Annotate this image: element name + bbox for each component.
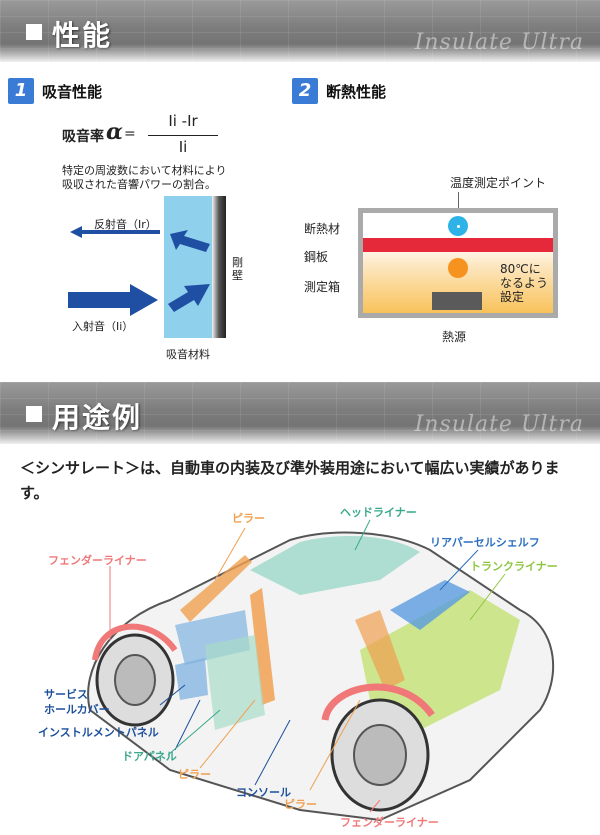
setting-line-3: 設定: [500, 290, 525, 304]
absorption-arrow-icon: [168, 284, 210, 312]
service-hole-cover-area: [175, 658, 208, 700]
incident-sound-label: 入射音（Ii）: [72, 320, 134, 333]
reflected-arrow-icon: [70, 226, 160, 238]
rear-pillar-area: [355, 610, 405, 690]
label-pillar-top: ピラー: [232, 512, 265, 525]
heat-insulation-diagram: 温度測定ポイント 断熱材 鋼板 測定箱 80℃に なるよう 設定 熱源: [300, 170, 590, 350]
label-service-hole-1: サービス: [44, 688, 88, 701]
rigid-wall-label: 剛壁: [232, 256, 243, 282]
sound-absorption-diagram: 反射音（Ir） 入射音（Ii） 剛壁 吸音材料: [60, 196, 250, 366]
absorption-formula: 吸音率 α = Ii -Ir Ii: [62, 112, 242, 162]
incident-arrow-icon: [68, 284, 158, 316]
label-console: コンソール: [236, 786, 291, 799]
label-trunk-liner: トランクライナー: [470, 560, 558, 573]
label-headliner: ヘッドライナー: [340, 506, 417, 519]
label-pillar-bottom: ピラー: [284, 798, 317, 811]
label-service-hole-2: ホールカバー: [44, 703, 110, 716]
measurement-box-label: 測定箱: [304, 280, 341, 294]
description-line-1: 特定の周波数において材料により: [62, 164, 227, 177]
heat-source-block: [432, 292, 482, 310]
steel-plate-bar: [363, 238, 553, 252]
alpha-symbol: α: [106, 119, 123, 145]
steel-plate-label: 鋼板: [304, 250, 329, 264]
absorbing-material-label: 吸音材料: [166, 348, 210, 361]
description-line-2: 吸収された音響パワーの割合。: [62, 178, 216, 191]
rear-parcel-shelf-area: [390, 580, 470, 630]
intro-text: ＜シンサレート＞は、自動車の内装及び準外装用途において幅広い実績があります。: [20, 459, 560, 502]
label-pillar-mid: ピラー: [178, 768, 211, 781]
absorbing-material-panel: [164, 196, 212, 338]
square-bullet-icon: [26, 24, 42, 40]
sound-arrows-svg: [68, 226, 210, 316]
car-drawing-svg: [87, 519, 555, 822]
trunk-area: [360, 590, 520, 730]
section-banner-applications: 用途例 Insulate Ultra: [0, 382, 600, 444]
subheading-heat-insulation: 断熱性能: [326, 83, 387, 101]
number-badge-1: 1: [8, 78, 34, 104]
car-illustration: ピラー ヘッドライナー フェンダーライナー リアパーセルシェルフ トランクライナ…: [0, 500, 600, 835]
label-door-panel: ドアパネル: [122, 750, 177, 763]
fraction-line: [148, 135, 218, 136]
heat-source-label: 熱源: [442, 330, 467, 344]
pillar-area: [250, 588, 275, 705]
section-banner-performance: 性能 Insulate Ultra: [0, 0, 600, 62]
rigid-wall-panel: [212, 196, 226, 338]
formula-label: 吸音率: [62, 129, 104, 145]
setting-line-1: 80℃に: [500, 262, 541, 276]
fender-liner-rear: [321, 683, 435, 721]
formula-denominator: Ii: [178, 138, 188, 156]
temperature-sensor-icon: [448, 258, 468, 278]
reflection-arrow-icon: [170, 230, 210, 252]
front-pillar-area: [180, 555, 252, 622]
setting-line-2: なるよう: [500, 276, 549, 290]
measure-point-label: 温度測定ポイント: [450, 176, 547, 190]
number-badge-2: 2: [292, 78, 318, 104]
square-bullet-icon: [26, 406, 42, 422]
label-rear-parcel-shelf: リアパーセルシェルフ: [430, 536, 540, 549]
headliner-area: [250, 536, 420, 595]
label-instrument-panel: インストルメントパネル: [38, 726, 159, 739]
equals-sign: =: [124, 126, 136, 142]
label-fender-liner-left: フェンダーライナー: [48, 554, 147, 567]
measure-line: [458, 192, 459, 216]
subheading-sound-absorption: 吸音性能: [42, 83, 103, 101]
insulation-label: 断熱材: [304, 222, 341, 236]
fender-liner-front: [92, 623, 178, 661]
label-fender-liner-bottom: フェンダーライナー: [340, 816, 439, 829]
formula-numerator: Ii -Ir: [168, 112, 198, 130]
reflected-sound-label: 反射音（Ir）: [94, 218, 157, 231]
